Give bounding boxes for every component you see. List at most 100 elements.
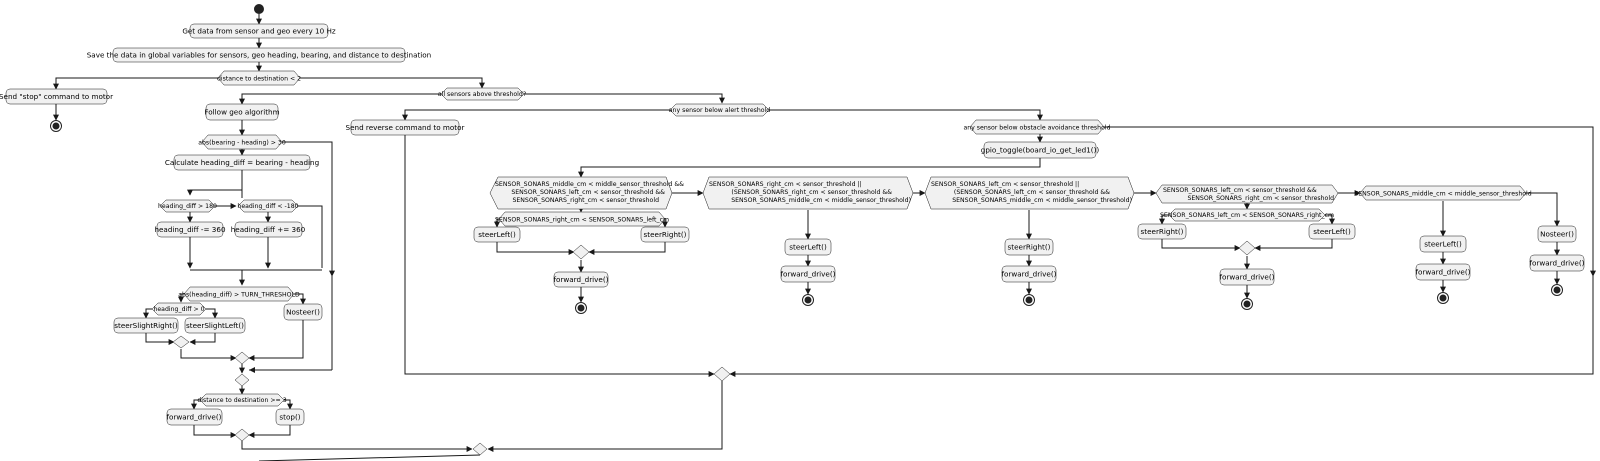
decision-case2: SENSOR_SONARS_right_cm < sensor_threshol…	[702, 176, 914, 210]
activity-case1-forward-drive: forward_drive()	[554, 271, 609, 288]
stop-node	[802, 294, 814, 306]
svg-text:SENSOR_SONARS_middle_cm < midd: SENSOR_SONARS_middle_cm < middle_sensor_…	[1354, 190, 1531, 197]
stop-node	[1437, 292, 1449, 304]
svg-text:SENSOR_SONARS_right_cm < senso: SENSOR_SONARS_right_cm < sensor_threshol…	[709, 181, 862, 188]
svg-text:Calculate heading_diff = beari: Calculate heading_diff = bearing - headi…	[165, 158, 319, 167]
svg-text:steerRight(): steerRight()	[1141, 227, 1184, 236]
svg-text:Send reverse command to motor: Send reverse command to motor	[346, 123, 465, 132]
svg-text:SENSOR_SONARS_right_cm < senso: SENSOR_SONARS_right_cm < sensor_threshol…	[512, 197, 659, 204]
svg-text:any sensor below alert thresho: any sensor below alert threshold	[669, 107, 771, 114]
decision-case4: SENSOR_SONARS_left_cm < sensor_threshold…	[1155, 184, 1339, 204]
svg-text:forward_drive(): forward_drive()	[1002, 270, 1057, 279]
activity-case4-steer-right: steerRight()	[1137, 223, 1187, 240]
svg-text:Nosteer(): Nosteer()	[1540, 230, 1574, 239]
activity-case1-steer-left: steerLeft()	[473, 226, 521, 243]
merge-distance	[234, 428, 250, 442]
svg-text:steerSlightRight(): steerSlightRight()	[114, 321, 178, 330]
stop-node	[50, 120, 62, 132]
merge-final	[472, 442, 488, 456]
svg-text:abs(bearing - heading) > 30: abs(bearing - heading) > 30	[198, 139, 286, 146]
svg-text:Send "stop" command to motor: Send "stop" command to motor	[0, 92, 113, 101]
decision-diff-lt-minus-180: heading_diff < -180	[237, 199, 299, 213]
decision-case4-inner: SENSOR_SONARS_left_cm < SENSOR_SONARS_ri…	[1160, 208, 1334, 222]
decision-distance-lt-2: distance to destination < 2	[217, 70, 301, 86]
svg-text:steerLeft(): steerLeft()	[789, 243, 827, 252]
activity-nosteer: Nosteer()	[283, 303, 323, 321]
svg-text:forward_drive(): forward_drive()	[1416, 268, 1471, 277]
svg-text:Get data from sensor and geo e: Get data from sensor and geo every 10 Hz	[182, 27, 336, 36]
svg-text:steerRight(): steerRight()	[644, 230, 687, 239]
activity-follow-geo: Follow geo algorithm	[204, 103, 280, 121]
svg-text:forward_drive(): forward_drive()	[554, 275, 609, 284]
decision-diff-gt-0: heading_diff > 0	[151, 302, 207, 316]
svg-text:Nosteer(): Nosteer()	[286, 308, 320, 317]
svg-text:SENSOR_SONARS_middle_cm < midd: SENSOR_SONARS_middle_cm < middle_sensor_…	[731, 197, 911, 204]
svg-text:forward_drive(): forward_drive()	[167, 413, 222, 422]
decision-any-alert: any sensor below alert threshold	[669, 103, 771, 117]
svg-text:Follow geo algorithm: Follow geo algorithm	[204, 108, 279, 117]
stop-node	[1241, 298, 1253, 310]
svg-text:heading_diff > 0: heading_diff > 0	[153, 306, 204, 313]
activity-diff-plus: heading_diff += 360	[231, 221, 306, 238]
decision-case3: SENSOR_SONARS_left_cm < sensor_threshold…	[924, 176, 1135, 210]
svg-text:SENSOR_SONARS_left_cm < SENSOR: SENSOR_SONARS_left_cm < SENSOR_SONARS_ri…	[1160, 212, 1334, 219]
svg-text:steerLeft(): steerLeft()	[478, 230, 516, 239]
activity-save-data: Save the data in global variables for se…	[87, 47, 431, 63]
activity-steer-slight-left: steerSlightLeft()	[184, 317, 246, 334]
svg-text:forward_drive(): forward_drive()	[1530, 259, 1585, 268]
activity-case2-forward-drive: forward_drive()	[781, 265, 836, 283]
activity-diff-minus: heading_diff -= 360	[154, 221, 226, 238]
merge-abs	[234, 373, 250, 387]
svg-text:(SENSOR_SONARS_left_cm < senso: (SENSOR_SONARS_left_cm < sensor_threshol…	[954, 189, 1110, 196]
activity-case5-forward-drive: forward_drive()	[1416, 263, 1471, 281]
svg-text:SENSOR_SONARS_left_cm < sensor: SENSOR_SONARS_left_cm < sensor_threshold…	[931, 181, 1079, 188]
activity-case6-forward-drive: forward_drive()	[1530, 254, 1585, 272]
activity-stop: stop()	[275, 408, 305, 426]
merge-slight	[172, 335, 190, 349]
svg-text:all sensors above threshold?: all sensors above threshold?	[438, 91, 526, 98]
decision-any-obstacle: any sensor below obstacle avoidance thre…	[963, 119, 1111, 135]
activity-get-data: Get data from sensor and geo every 10 Hz	[182, 23, 336, 39]
merge-case1	[572, 244, 590, 260]
activity-calc-diff: Calculate heading_diff = bearing - headi…	[165, 154, 319, 171]
activity-case2-steer-left: steerLeft()	[784, 238, 832, 256]
svg-text:heading_diff > 180: heading_diff > 180	[158, 203, 217, 210]
activity-forward-drive: forward_drive()	[167, 408, 223, 426]
activity-case4-forward-drive: forward_drive()	[1220, 268, 1275, 286]
activity-send-reverse: Send reverse command to motor	[346, 119, 465, 136]
svg-text:any sensor below obstacle avoi: any sensor below obstacle avoidance thre…	[963, 124, 1110, 131]
svg-text:heading_diff < -180: heading_diff < -180	[237, 203, 298, 210]
decision-distance-ge-3: distance to destination >= 3	[197, 393, 287, 407]
decision-case5: SENSOR_SONARS_middle_cm < middle_sensor_…	[1354, 185, 1532, 201]
activity-case3-forward-drive: forward_drive()	[1002, 265, 1057, 283]
edges	[53, 14, 1596, 461]
svg-text:forward_drive(): forward_drive()	[781, 270, 836, 279]
activity-send-stop: Send "stop" command to motor	[0, 88, 113, 105]
decision-abs-gt-30: abs(bearing - heading) > 30	[198, 134, 286, 150]
stop-node	[1551, 284, 1563, 296]
svg-text:steerLeft(): steerLeft()	[1313, 227, 1351, 236]
svg-text:SENSOR_SONARS_right_cm < SENSO: SENSOR_SONARS_right_cm < SENSOR_SONARS_l…	[495, 216, 669, 223]
svg-text:heading_diff += 360: heading_diff += 360	[231, 225, 306, 234]
svg-text:steerSlightLeft(): steerSlightLeft()	[186, 321, 244, 330]
svg-text:SENSOR_SONARS_left_cm < sensor: SENSOR_SONARS_left_cm < sensor_threshold…	[1163, 187, 1317, 194]
activity-case6-nosteer: Nosteer()	[1537, 225, 1577, 243]
merge-sensor	[713, 366, 731, 382]
decision-diff-gt-180: heading_diff > 180	[158, 199, 217, 213]
svg-text:(SENSOR_SONARS_right_cm < sens: (SENSOR_SONARS_right_cm < sensor_thresho…	[731, 189, 892, 196]
svg-text:SENSOR_SONARS_middle_cm < midd: SENSOR_SONARS_middle_cm < middle_sensor_…	[952, 197, 1132, 204]
svg-text:SENSOR_SONARS_right_cm < senso: SENSOR_SONARS_right_cm < sensor_threshol…	[1187, 195, 1334, 202]
merge-case4	[1238, 240, 1256, 256]
stop-node	[575, 302, 587, 314]
svg-text:abs(heading_diff) > TURN_THRES: abs(heading_diff) > TURN_THRESHOLD	[178, 291, 300, 298]
stop-node	[1023, 294, 1035, 306]
svg-text:steerLeft(): steerLeft()	[1424, 240, 1462, 249]
merge-turn	[234, 351, 250, 365]
activity-steer-slight-right: steerSlightRight()	[113, 317, 179, 334]
activity-case1-steer-right: steerRight()	[640, 226, 690, 243]
activity-case5-steer-left: steerLeft()	[1419, 235, 1467, 253]
decision-turn-threshold: abs(heading_diff) > TURN_THRESHOLD	[178, 286, 300, 302]
decision-all-sensors-above: all sensors above threshold?	[438, 87, 526, 101]
activity-case3-steer-right: steerRight()	[1004, 238, 1054, 256]
